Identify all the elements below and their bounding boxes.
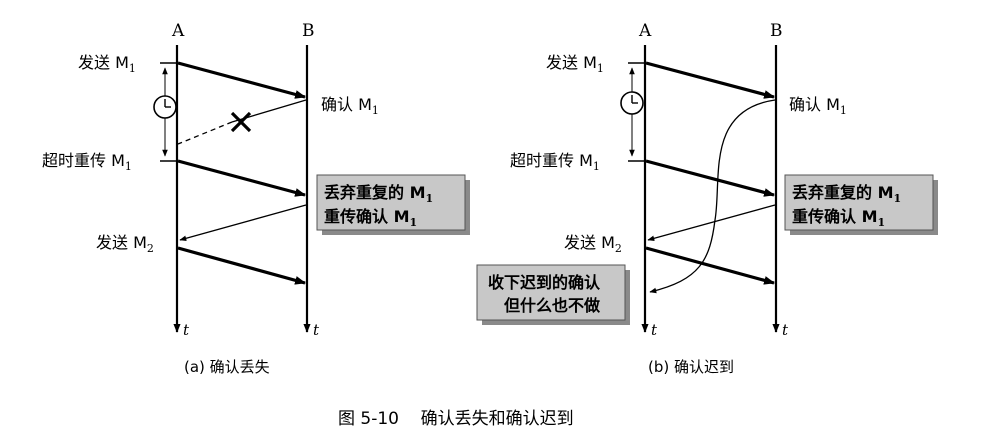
message-m2 (177, 246, 307, 285)
diagram-a: A B t t 发送 M1 确认 M1 超时重传 M1 发送 M2 (42, 21, 470, 376)
message-m2 (645, 246, 776, 285)
label-send-m1: 发送 M1 (78, 53, 136, 75)
label-send-m2: 发送 M2 (564, 233, 622, 255)
caption-a: (a) 确认丢失 (184, 358, 270, 376)
clock-icon (153, 95, 177, 119)
box-line-reconfirm: 重传确认 M1 (792, 207, 885, 229)
ack-m1-delayed (649, 99, 776, 294)
host-b-label: B (302, 21, 315, 41)
time-label-b: t (313, 321, 320, 339)
clock-icon (620, 91, 644, 115)
ack-m1-lost-dashed (177, 121, 233, 145)
host-a-label: A (171, 21, 185, 41)
label-send-m2: 发送 M2 (96, 233, 154, 255)
time-label-b: t (782, 321, 789, 339)
label-confirm-m1: 确认 M1 (321, 95, 379, 117)
message-m1-resend (177, 159, 307, 197)
late-box-line2: 但什么也不做 (504, 296, 601, 315)
box-line-discard: 丢弃重复的 M1 (792, 183, 901, 205)
message-m1-resend (645, 159, 776, 197)
diagram-b: A B t t 发送 M1 确认 M1 超时重传 M1 发送 M2 丢弃重复的 … (476, 21, 938, 376)
late-box-line1: 收下迟到的确认 (488, 273, 601, 292)
label-resend-m1: 超时重传 M1 (42, 151, 132, 173)
time-label-a: t (183, 321, 190, 339)
label-send-m1: 发送 M1 (546, 53, 604, 75)
figure-title: 图 5-10 确认丢失和确认迟到 (338, 409, 574, 429)
host-b-label: B (770, 21, 783, 41)
caption-b: (b) 确认迟到 (648, 358, 734, 376)
box-line-reconfirm: 重传确认 M1 (324, 207, 417, 229)
label-resend-m1: 超时重传 M1 (510, 151, 600, 173)
message-m1 (645, 61, 776, 99)
late-ack-box: 收下迟到的确认 但什么也不做 (476, 264, 630, 325)
box-line-discard: 丢弃重复的 M1 (324, 183, 433, 205)
time-label-a: t (651, 321, 658, 339)
lost-x-mark (230, 111, 252, 133)
discard-duplicate-box: 丢弃重复的 M1 重传确认 M1 (316, 174, 470, 235)
ack-m1-resend (647, 204, 776, 242)
host-a-label: A (638, 21, 652, 41)
ack-m1-resend (179, 204, 307, 242)
discard-duplicate-box: 丢弃重复的 M1 重传确认 M1 (784, 174, 938, 235)
label-confirm-m1: 确认 M1 (789, 95, 847, 117)
message-m1 (177, 61, 307, 99)
